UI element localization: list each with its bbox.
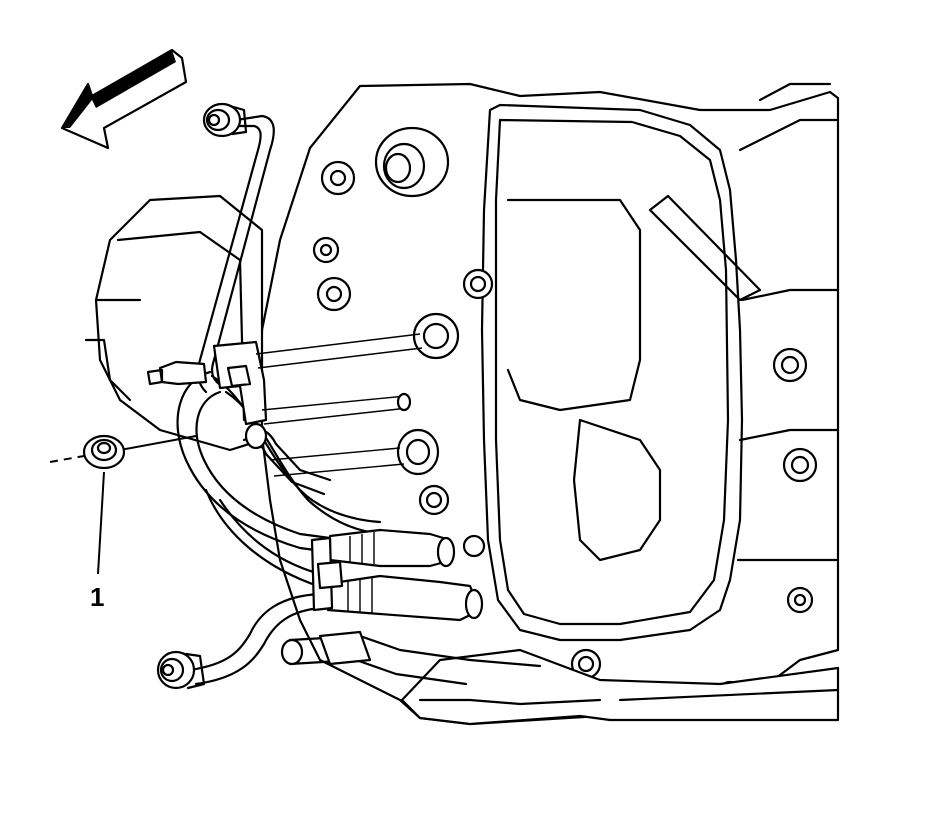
lower-cooler-line xyxy=(156,592,324,690)
nut-item-1 xyxy=(49,434,197,470)
callout-1-label: 1 xyxy=(90,582,104,612)
upper-line-fitting-icon xyxy=(202,102,248,138)
case-bosses xyxy=(312,126,744,708)
front-direction-arrow-icon xyxy=(60,48,188,150)
lower-line-fitting-icon xyxy=(156,650,206,690)
callout-1-leader xyxy=(97,471,105,575)
cooler-hoses xyxy=(176,370,542,686)
line-bracket xyxy=(146,333,423,496)
lower-pan xyxy=(400,648,840,726)
